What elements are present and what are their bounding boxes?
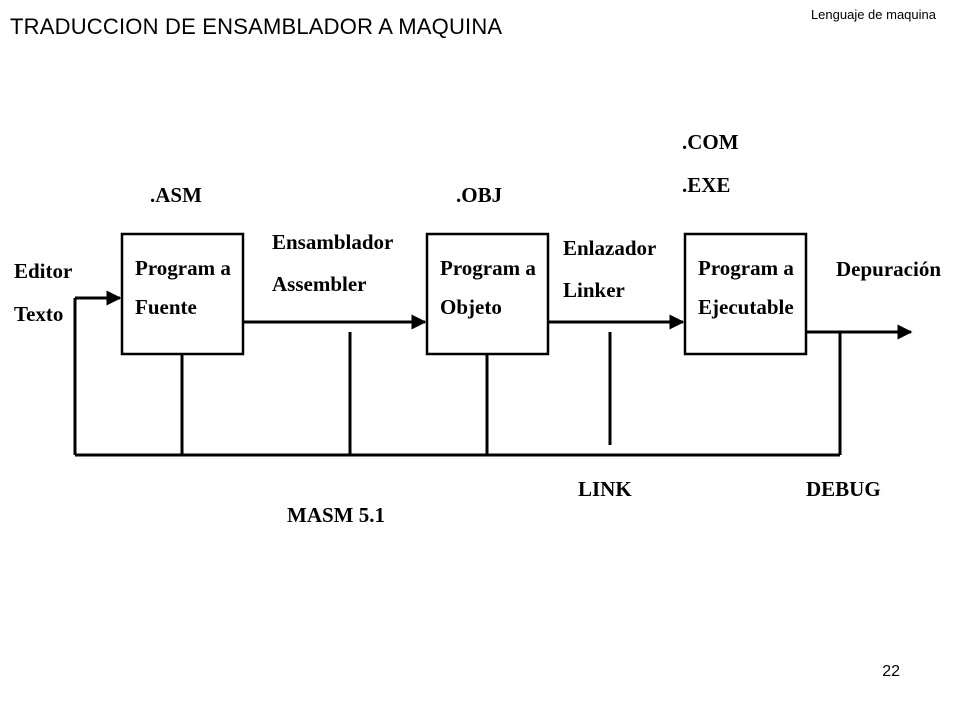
box-executable-line-2: Ejecutable	[698, 295, 794, 319]
tool-label-debug: DEBUG	[806, 477, 881, 501]
step-assembler-line-2: Assembler	[272, 272, 366, 296]
ext-label-executable-com: .COM	[682, 130, 739, 154]
ext-label-executable-exe: .EXE	[682, 173, 730, 197]
box-source-line-1: Program a	[135, 256, 231, 280]
box-source-program	[120, 232, 245, 356]
input-label-line-1: Editor	[14, 259, 72, 283]
step-linker-line-1: Enlazador	[563, 236, 656, 260]
slide-title: TRADUCCION DE ENSAMBLADOR A MAQUINA	[10, 14, 503, 39]
page-number: 22	[882, 663, 900, 680]
output-label: Depuración	[836, 257, 941, 281]
ext-label-object: .OBJ	[456, 183, 502, 207]
box-source-line-2: Fuente	[135, 295, 197, 319]
box-executable-program	[683, 232, 808, 356]
step-assembler-line-1: Ensamblador	[272, 230, 393, 254]
header-note: Lenguaje de maquina	[810, 7, 936, 22]
box-object-line-2: Objeto	[440, 295, 502, 319]
box-executable-line-1: Program a	[698, 256, 794, 280]
input-label-line-2: Texto	[14, 302, 63, 326]
tool-label-link: LINK	[578, 477, 632, 501]
tool-label-masm: MASM 5.1	[287, 503, 385, 527]
step-linker-line-2: Linker	[563, 278, 625, 302]
ext-label-source: .ASM	[150, 183, 202, 207]
box-object-line-1: Program a	[440, 256, 536, 280]
box-object-program	[425, 232, 550, 356]
